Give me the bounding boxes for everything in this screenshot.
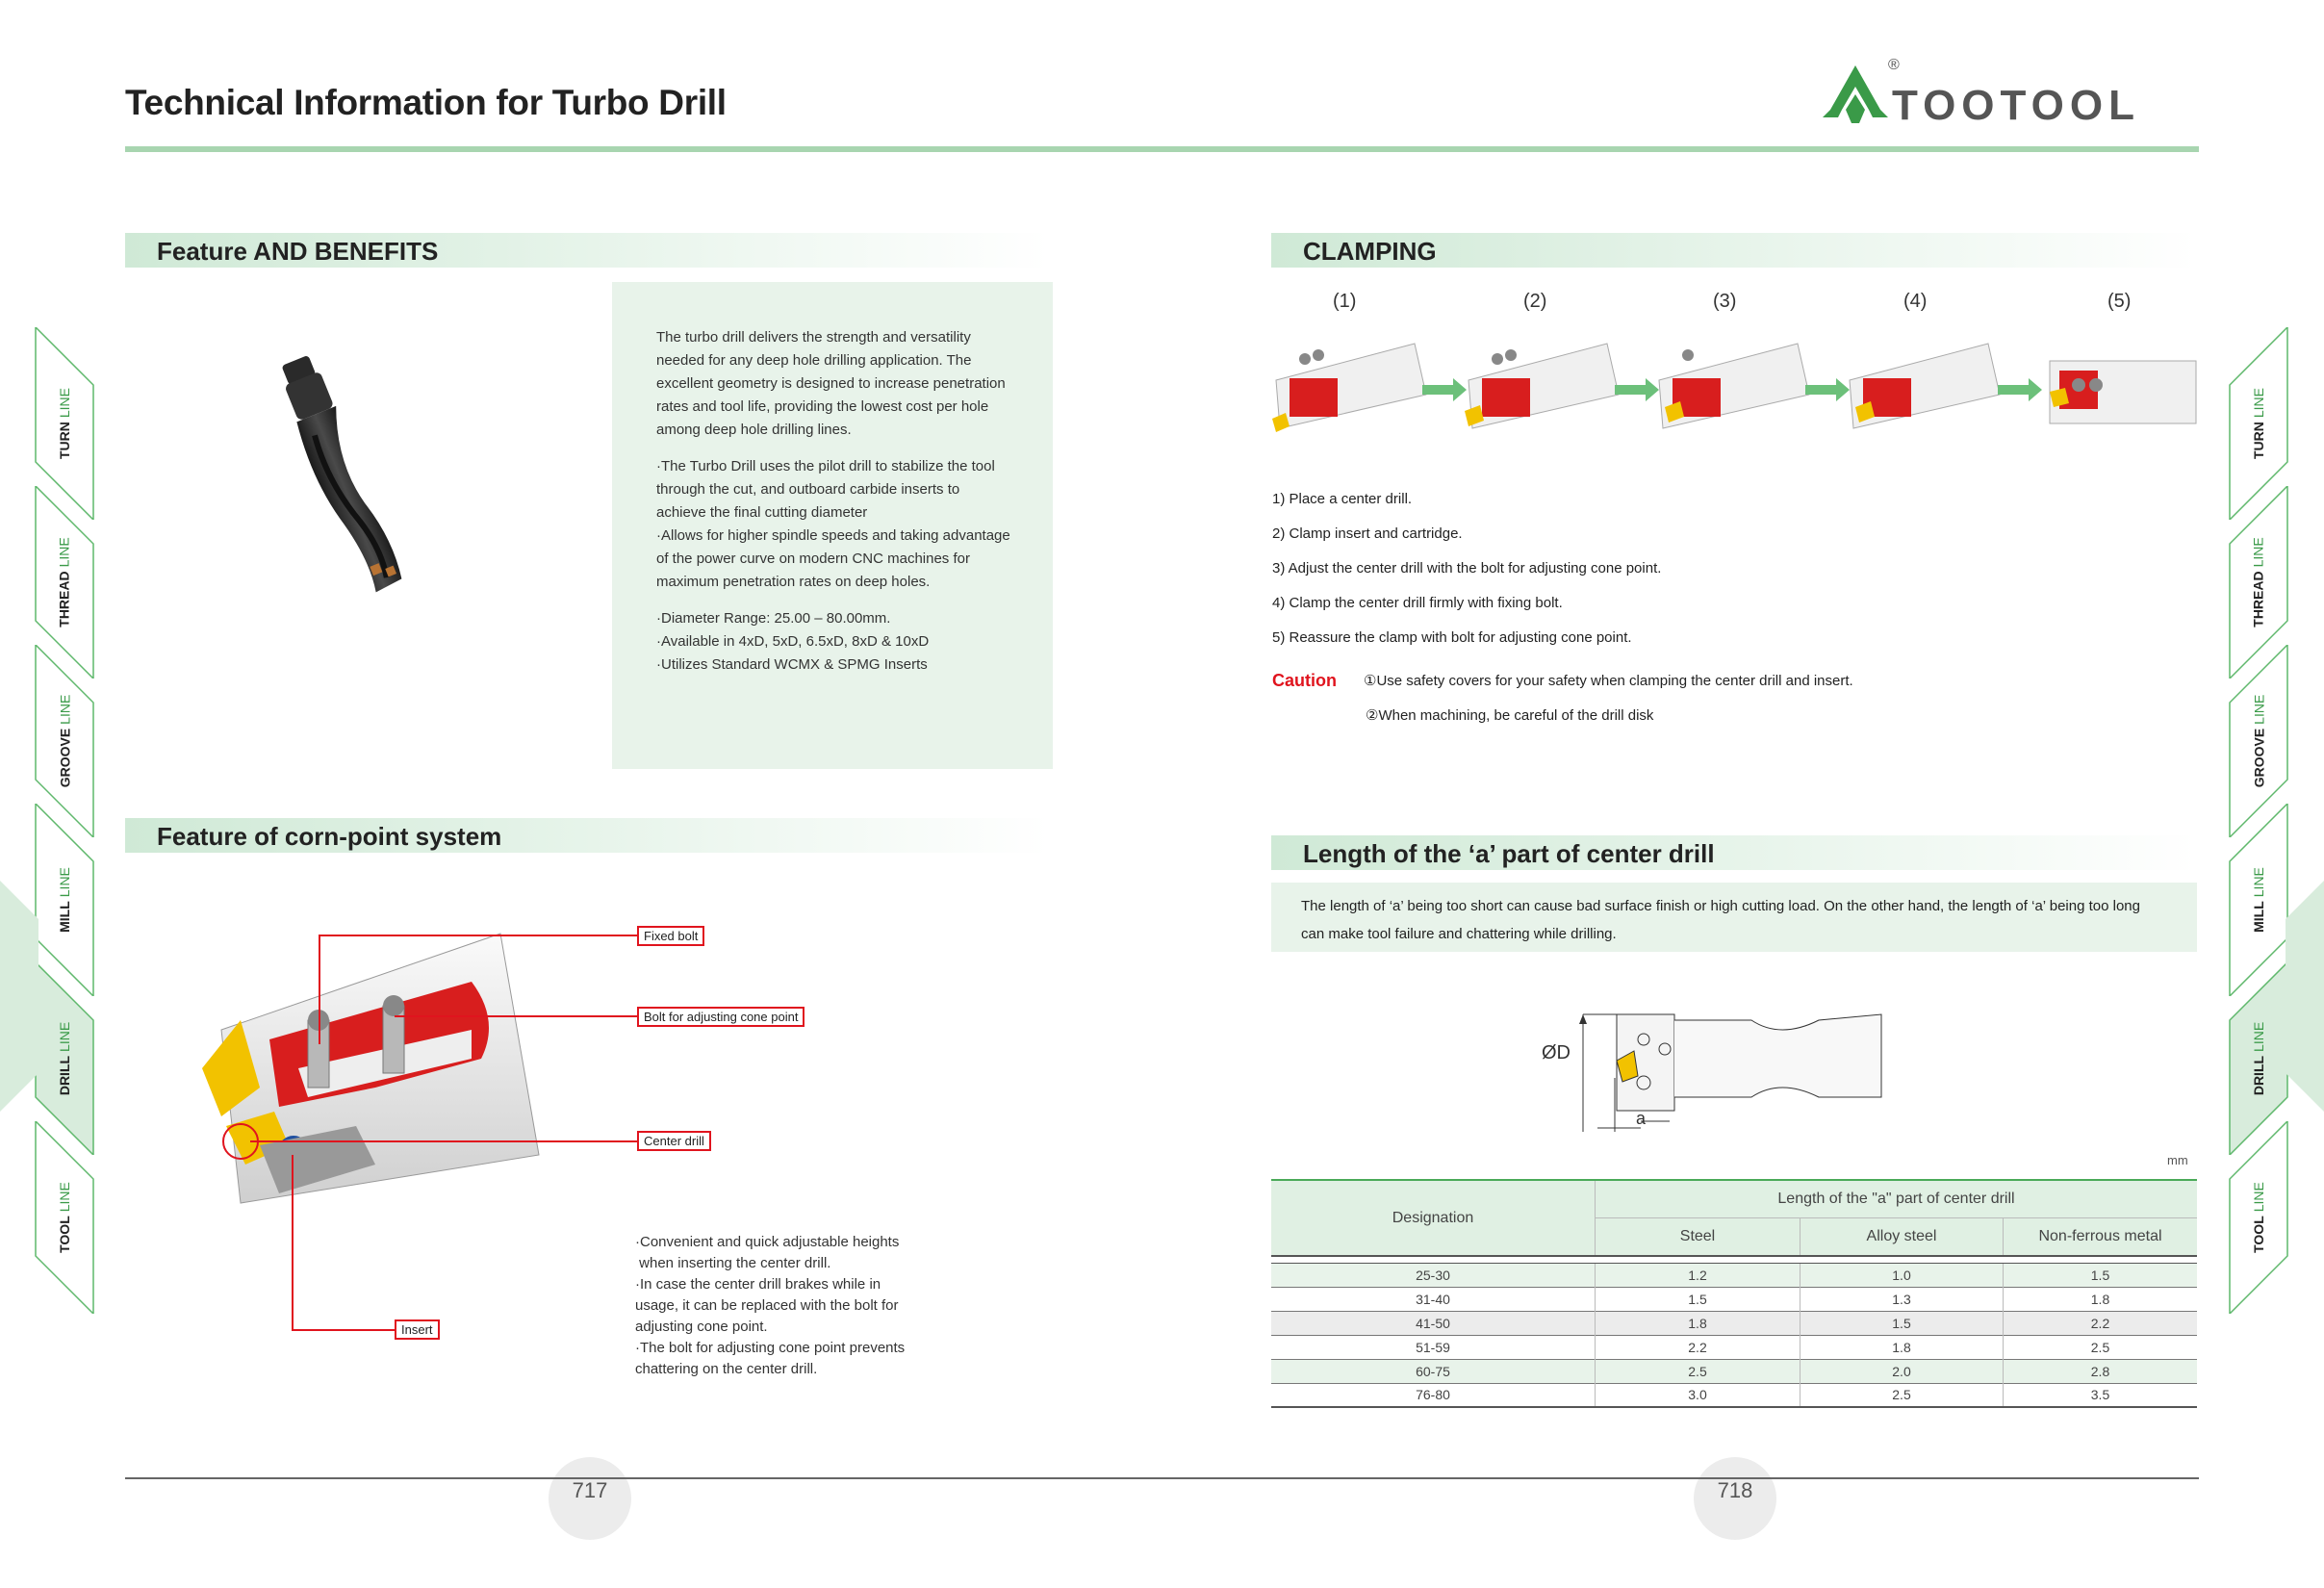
active-tab-indicator-left — [0, 881, 38, 1112]
table-row: 60-75 2.5 2.0 2.8 — [1271, 1359, 2197, 1383]
step-number-3: (3) — [1713, 291, 1737, 312]
clamping-step: 3) Adjust the center drill with the bolt… — [1272, 560, 1662, 576]
feature-spec: ·Available in 4xD, 5xD, 6.5xD, 8xD & 10x… — [656, 633, 930, 650]
length-table: Designation Length of the "a" part of ce… — [1271, 1179, 2197, 1408]
center-drill-diagram — [1579, 1013, 1882, 1132]
tab-turn-line[interactable]: TURNLINE — [35, 327, 94, 520]
tab-turn-line-right[interactable]: TURNLINE — [2229, 327, 2288, 520]
page-title: Technical Information for Turbo Drill — [125, 83, 727, 122]
brand-logo: TOOTOOL ® — [1809, 56, 2204, 133]
page-number-right: 718 — [1694, 1457, 1776, 1540]
features-description-box: The turbo drill delivers the strength an… — [612, 282, 1053, 769]
diameter-label: ØD — [1542, 1042, 1571, 1063]
feature-spec: ·Utilizes Standard WCMX & SPMG Inserts — [656, 656, 928, 673]
active-tab-indicator-right — [2286, 881, 2324, 1112]
col-alloy-steel: Alloy steel — [1800, 1217, 2004, 1256]
a-length-label: a — [1636, 1109, 1647, 1128]
clamping-step: 5) Reassure the clamp with bolt for adju… — [1272, 629, 1632, 646]
clamping-heading: CLAMPING — [1271, 233, 2197, 268]
clamping-steps-list: 1) Place a center drill. 2) Clamp insert… — [1272, 491, 1661, 664]
clamping-step: 2) Clamp insert and cartridge. — [1272, 525, 1463, 542]
step-number-4: (4) — [1903, 291, 1928, 312]
arrow-icon — [1805, 378, 1850, 401]
feature-bullet: ·Allows for higher spindle speeds and ta… — [656, 527, 1010, 590]
cornpoint-heading: Feature of corn-point system — [125, 818, 1049, 853]
callout-center-drill: Center drill — [637, 1131, 711, 1151]
callout-lines — [222, 935, 640, 1331]
table-row: 31-40 1.5 1.3 1.8 — [1271, 1287, 2197, 1311]
step-number-2: (2) — [1523, 291, 1547, 312]
clamp-step-2 — [1465, 343, 1620, 429]
tab-groove-line-right[interactable]: GROOVELINE — [2229, 645, 2288, 837]
callout-adjust-bolt: Bolt for adjusting cone point — [637, 1007, 805, 1027]
arrow-icon — [1615, 378, 1659, 401]
table-row: 41-50 1.8 1.5 2.2 — [1271, 1311, 2197, 1335]
page-number-left: 717 — [549, 1457, 631, 1540]
arrow-icon — [1998, 378, 2042, 401]
unit-label: mm — [2167, 1153, 2188, 1167]
tab-groove-line[interactable]: GROOVELINE — [35, 645, 94, 837]
feature-bullet: ·The Turbo Drill uses the pilot drill to… — [656, 458, 995, 521]
svg-text:®: ® — [1888, 57, 1900, 73]
col-steel: Steel — [1595, 1217, 1800, 1256]
tab-mill-line[interactable]: MILLLINE — [35, 804, 94, 996]
step-number-1: (1) — [1333, 291, 1357, 312]
step-number-5: (5) — [2107, 291, 2132, 312]
brand-wordmark: TOOTOOL — [1892, 82, 2140, 129]
logo-mark-icon — [1823, 65, 1888, 123]
clamping-step: 4) Clamp the center drill firmly with fi… — [1272, 595, 1563, 611]
tab-mill-line-right[interactable]: MILLLINE — [2229, 804, 2288, 996]
clamp-step-3 — [1658, 343, 1810, 429]
caution-label: Caution — [1272, 671, 1337, 690]
tab-tool-line-right[interactable]: TOOLLINE — [2229, 1121, 2288, 1314]
arrow-icon — [1422, 378, 1467, 401]
col-designation: Designation — [1271, 1180, 1596, 1256]
length-description-box: The length of ‘a’ being too short can ca… — [1271, 883, 2197, 952]
col-non-ferrous: Non-ferrous metal — [2038, 1228, 2162, 1244]
table-row: 25-30 1.2 1.0 1.5 — [1271, 1263, 2197, 1287]
header-rule — [125, 146, 2199, 152]
length-description: The length of ‘a’ being too short can ca… — [1301, 898, 2140, 942]
group-header: Length of the "a" part of center drill — [1595, 1180, 2197, 1218]
clamping-steps-illustration — [1272, 343, 2197, 432]
clamp-step-1 — [1272, 343, 1427, 432]
clamp-step-4 — [1849, 343, 2001, 429]
caution-item-1: ①Use safety covers for your safety when … — [1364, 673, 1853, 689]
table-row: 76-80 3.0 2.5 3.5 — [1271, 1383, 2197, 1407]
feature-spec: ·Diameter Range: 25.00 – 80.00mm. — [656, 610, 891, 627]
tab-thread-line[interactable]: THREADLINE — [35, 486, 94, 679]
tab-thread-line-right[interactable]: THREADLINE — [2229, 486, 2288, 679]
tab-tool-line[interactable]: TOOLLINE — [35, 1121, 94, 1314]
cornpoint-notes: ·Convenient and quick adjustable heights… — [635, 1234, 906, 1377]
turbo-drill-image — [282, 356, 402, 593]
features-paragraph: The turbo drill delivers the strength an… — [656, 329, 1006, 438]
callout-fixed-bolt: Fixed bolt — [637, 926, 705, 946]
clamping-step: 1) Place a center drill. — [1272, 491, 1413, 507]
table-row: 51-59 2.2 1.8 2.5 — [1271, 1335, 2197, 1359]
clamp-step-5 — [2049, 360, 2197, 424]
caution-item-2: ②When machining, be careful of the drill… — [1366, 707, 1654, 724]
features-heading: Feature AND BENEFITS — [125, 233, 1049, 268]
length-heading: Length of the ‘a’ part of center drill — [1271, 835, 2197, 870]
callout-insert: Insert — [395, 1319, 440, 1340]
